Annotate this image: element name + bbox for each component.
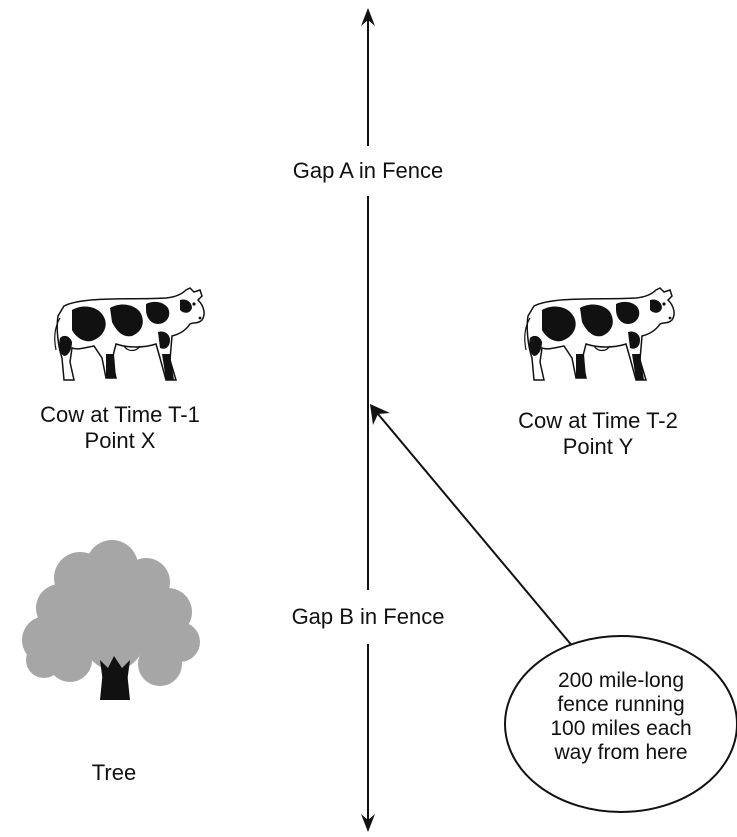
cow-icon: [54, 287, 205, 381]
gap-b-label: Gap B in Fence: [291, 604, 445, 629]
callout-pointer-line: [377, 413, 585, 661]
callout-line3: 100 miles each: [550, 717, 692, 740]
cow-right-caption-line2: Point Y: [562, 434, 634, 459]
tree-icon: [22, 540, 200, 700]
callout-text: 200 mile-long fence running 100 miles ea…: [521, 669, 721, 765]
cow-icon: [524, 287, 675, 381]
cow-right-caption: Cow at Time T-2 Point Y: [478, 408, 718, 460]
callout-arrowhead: [370, 404, 390, 425]
gap-a-label: Gap A in Fence: [292, 158, 444, 183]
tree-label: Tree: [91, 760, 137, 785]
callout-bubble: [504, 635, 737, 813]
fence-arrowhead-top: [361, 8, 375, 26]
callout-line1: 200 mile-long: [557, 669, 685, 692]
cow-left-caption: Cow at Time T-1 Point X: [0, 402, 240, 454]
fence-arrowhead-bottom: [361, 814, 375, 832]
callout-line4: way from here: [554, 741, 688, 764]
cow-left-caption-line1: Cow at Time T-1: [40, 402, 200, 427]
cow-right-caption-line1: Cow at Time T-2: [518, 408, 678, 433]
callout-line2: fence running: [557, 693, 685, 716]
cow-left-caption-line2: Point X: [84, 428, 156, 453]
